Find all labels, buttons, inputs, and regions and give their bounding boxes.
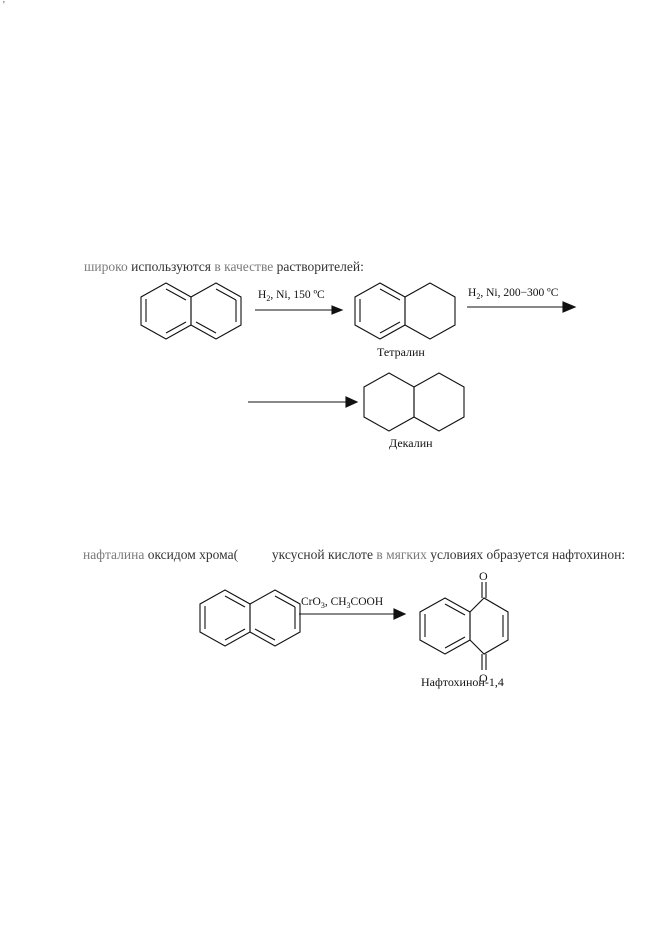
oxygen-top-label: O (479, 569, 488, 583)
section2-intro: нафталина оксидом хрома( уксусной кислот… (83, 548, 625, 562)
reaction2-reagent: H (468, 287, 476, 299)
oxygen-bottom-label: O (479, 671, 488, 685)
decalin-structure (363, 372, 465, 432)
reaction-arrow-3 (248, 396, 359, 408)
section1-intro-part-0: широко (84, 259, 132, 274)
section1-intro-part-1: используются (131, 259, 215, 274)
oxidation-part1: CrO (301, 596, 321, 608)
section1-intro-part-3: растворителей: (276, 259, 364, 274)
naphthalene-structure (140, 282, 242, 340)
naphthoquinone-structure (419, 582, 509, 670)
section1-intro-part-2: в качестве (214, 259, 277, 274)
tetralin-structure (354, 282, 456, 340)
reaction-arrow-1 (255, 305, 344, 315)
oxidation-part3: COOH (351, 596, 384, 608)
reaction-arrow-2 (467, 301, 577, 313)
oxidation-sub1: 3 (321, 601, 325, 610)
tetralin-label: Тетралин (377, 345, 425, 359)
oxidation-sub2: 3 (347, 601, 351, 610)
section2-intro-part-5: условиях образуется нафтохинон: (430, 547, 626, 562)
section2-intro-part-1: оксидом хрома( (147, 547, 239, 562)
section1-intro: широко используются в качестве растворит… (84, 260, 364, 274)
oxidation-part2: , CH (325, 596, 347, 608)
section2-intro-part-4: в мягких (376, 547, 431, 562)
reaction2-conditions: H2, Ni, 200−300 ºC (468, 287, 559, 301)
reaction2-rest: , Ni, 200−300 ºC (480, 287, 558, 299)
section2-intro-part-0: нафталина (83, 547, 148, 562)
naphthoquinone-label: Нафтохинон-1,4 (421, 675, 504, 689)
reaction1-rest: , Ni, 150 ºC (270, 289, 325, 301)
oxidation-conditions: CrO3, CH3COOH (301, 596, 383, 610)
reaction1-reagent: H (258, 289, 266, 301)
reaction-arrow-4 (299, 608, 407, 620)
reaction1-reagent-sub: 2 (266, 294, 270, 303)
section2-intro-part-3: уксусной кислоте (271, 547, 377, 562)
decalin-label: Декалин (389, 436, 433, 450)
naphthalene-structure-2 (199, 589, 301, 647)
reaction2-reagent-sub: 2 (476, 292, 480, 301)
reaction1-conditions: H2, Ni, 150 ºC (258, 289, 325, 303)
corner-mark: ' (3, 0, 5, 11)
